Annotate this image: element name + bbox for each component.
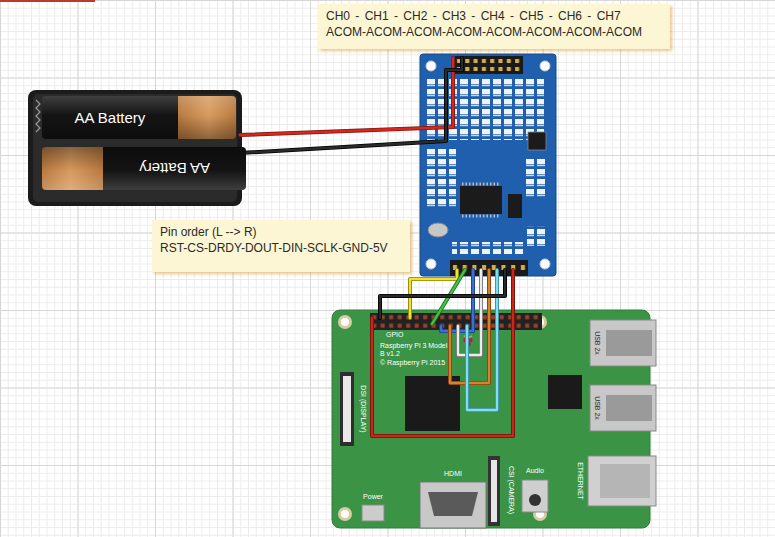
board-ports <box>590 320 656 366</box>
board-ports <box>606 330 652 356</box>
board-ports <box>428 492 478 516</box>
raspberry-pi-board <box>340 372 354 446</box>
adc-board <box>420 54 556 276</box>
gpio-wires <box>467 270 497 410</box>
port-label: USB 2x <box>593 331 601 355</box>
battery-label: AA Battery <box>103 160 246 177</box>
sticky-note: CH0 - CH1 - CH2 - CH3 - CH4 - CH5 - CH6 … <box>318 4 670 49</box>
board-ports <box>529 494 541 506</box>
board-ports <box>588 456 656 506</box>
gpio-wires <box>458 270 481 355</box>
adc-board <box>508 194 522 218</box>
adc-board <box>455 56 523 74</box>
window-mark <box>0 0 95 2</box>
port-label: USB 2x <box>593 396 601 420</box>
connector-label: CSI (CAMERA) <box>507 466 515 514</box>
adc-board <box>528 132 546 150</box>
gpio-wires <box>441 270 473 331</box>
battery-holder <box>36 100 40 132</box>
gpio-wires <box>372 270 513 436</box>
gpio-wires <box>450 270 489 383</box>
adc-board <box>455 56 523 74</box>
gpio-wires <box>372 270 513 436</box>
connector-label: DSI (DISPLAY) <box>359 385 367 432</box>
gpio-wires <box>372 270 513 436</box>
board-ports <box>420 482 486 528</box>
battery-wires <box>240 58 462 153</box>
port-label: Audio <box>526 467 544 475</box>
adc-board <box>540 61 550 71</box>
note-text: ACOM-ACOM-ACOM-ACOM-ACOM-ACOM-ACOM-ACOM <box>326 24 662 40</box>
aa-battery: AA Battery <box>42 147 246 190</box>
note-text: RST-CS-DRDY-DOUT-DIN-SCLK-GND-5V <box>160 240 402 256</box>
raspberry-pi-board <box>343 376 351 442</box>
aa-battery: AA Battery <box>42 96 236 139</box>
port-label: Power <box>363 493 383 501</box>
port-label: ETHERNET <box>576 462 584 500</box>
adc-board <box>452 242 526 254</box>
board-copyright: © Raspberry Pi 2015 <box>380 359 448 367</box>
header-label: GPIO <box>386 331 404 339</box>
adc-board <box>426 61 436 71</box>
battery-wires <box>240 58 462 153</box>
gpio-wires <box>441 270 473 331</box>
board-ports <box>522 480 548 512</box>
adc-board <box>428 223 448 237</box>
adc-board <box>460 186 502 214</box>
battery-wires <box>240 58 462 153</box>
board-ports <box>606 395 652 421</box>
gpio-wires <box>380 270 505 318</box>
battery-wires <box>240 58 453 135</box>
gpio-wires <box>450 270 489 383</box>
raspberry-pi-board <box>338 507 352 521</box>
board-ports <box>590 385 656 431</box>
battery-label: AA Battery <box>42 109 178 126</box>
gpio-wires <box>380 270 505 318</box>
raspberry-pi-board <box>548 375 582 409</box>
port-label: HDMI <box>444 470 462 478</box>
raspberry-pi-board <box>341 318 349 326</box>
board-ports <box>488 456 500 526</box>
board-ports <box>362 505 384 521</box>
board-ports <box>600 464 650 498</box>
adc-board <box>540 259 550 269</box>
gpio-wires <box>467 270 497 410</box>
note-text: Pin order (L --> R) <box>160 224 402 240</box>
raspberry-pi-board: Raspberry Pi 3 Model B v1.2© Raspberry P… <box>332 310 650 528</box>
board-ports <box>491 460 497 522</box>
adc-board <box>420 54 556 276</box>
sticky-note: Pin order (L --> R)RST-CS-DRDY-DOUT-DIN-… <box>152 220 410 272</box>
board-ports <box>362 320 656 528</box>
raspberry-pi-board <box>338 315 352 329</box>
adc-board <box>462 215 500 218</box>
adc-board <box>525 158 547 198</box>
gpio-wires <box>458 270 481 355</box>
board-model: Raspberry Pi 3 Model B v1.2 <box>380 342 448 358</box>
adc-board <box>527 226 547 246</box>
adc-board <box>426 259 436 269</box>
adc-board <box>426 148 456 208</box>
adc-board <box>426 78 544 140</box>
raspberry-pi-board <box>341 510 349 518</box>
adc-board <box>462 183 500 186</box>
battery-wires <box>240 58 453 135</box>
note-text: CH0 - CH1 - CH2 - CH3 - CH4 - CH5 - CH6 … <box>326 8 662 24</box>
